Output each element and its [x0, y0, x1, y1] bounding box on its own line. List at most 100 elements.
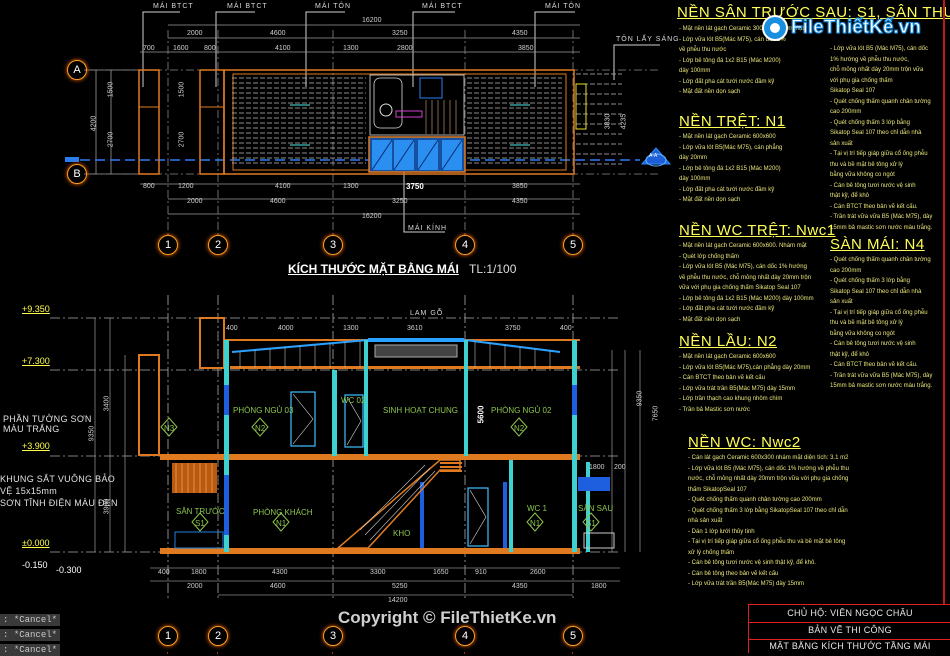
spec-n1-line: dày 20mm [679, 155, 708, 161]
spec-n1-line: - Lớp bê tông đá 1x2 B15 (Mác M200) [679, 165, 781, 172]
spec-n2-line: - Lớp trần thạch cao khung nhôm chìm [679, 396, 783, 402]
spec-n3-right-line: - Quét chống thấm quanh chân tường [830, 98, 931, 105]
spec-n3-right-line: 15mm bả mastic sơn nước màu trắng. [830, 224, 933, 231]
spec-n3-line: dày 100mm [679, 68, 711, 74]
room-tag-n1-2: N1 [530, 519, 541, 528]
title-block: CHỦ HỘ: VIÊN NGỌC CHÂU BẢN VẼ THI CÔNG M… [748, 604, 950, 653]
spec-n2-line: - Trần bả Mastic sơn nước [679, 406, 750, 413]
callout-mai-ton-1: MÁI TÔN [315, 3, 352, 10]
section-drawing-svg [50, 295, 641, 600]
spec-n4-title: SÀN MÁI: N4 [830, 236, 925, 253]
spec-n1-title: NỀN TRỆT: N1 [679, 113, 786, 130]
spec-n4-line: bằng vữa không co ngót [830, 330, 895, 337]
room-phong-khach: PHÒNG KHÁCH [253, 508, 313, 517]
spec-n4-line: cao 200mm [830, 267, 862, 274]
spec-n3-line: - Mặt đất nền dọn sạch [679, 89, 741, 95]
dim-top-detail-9: 2800 [397, 45, 413, 52]
note-iron-frame-3: SƠN TĨNH ĐIỆN MÀU ĐEN [0, 498, 118, 508]
spec-n3-right-list: - Lớp vữa lót B5 (Mác M75), cán dốc 1% h… [830, 44, 932, 233]
sec-grid-col-1: 1 [150, 618, 186, 654]
sheet-border-right [943, 0, 945, 605]
spec-n3-line: - Lớp đất pha cát tưới nước đầm kỹ [679, 78, 775, 85]
dim-top-detail-3: 1600 [173, 45, 189, 52]
callout-mai-btct-3: MÁI BTCT [422, 3, 463, 10]
spec-n3-right-line: với phụ gia chống thấm [830, 77, 893, 84]
dim-inner-1500: 1500 [178, 81, 186, 98]
spec-n1-line: - Mặt đất nền dọn sạch [679, 197, 741, 203]
logo-icon [762, 15, 788, 41]
elevation-7300: +7.300 [22, 356, 50, 366]
spec-n1-line: dày 100mm [679, 176, 711, 182]
dim-top-detail-4: 800 [204, 45, 216, 52]
room-phong-ngu-02: PHÒNG NGỦ 02 [491, 406, 552, 415]
spec-n3-right-line: - Tại vị trí tiếp giáp giữa cổ ống phễu [830, 151, 928, 157]
copyright-watermark: Copyright © FileThietKe.vn [338, 608, 557, 627]
grid-col-2: 2 [200, 227, 236, 263]
dim-right-4235: 4235 [620, 113, 628, 130]
spec-n3-right-line: sản xuất [830, 140, 853, 147]
rear-dim-1800: 1800 [589, 464, 605, 471]
spec-n3-right-line: Sikatop Seal 107 theo chỉ dẫn nhà [830, 130, 922, 136]
left-dim-3900: 3900 [103, 498, 111, 515]
elevation-minus-0300: -0.300 [56, 565, 82, 575]
bot-mid-4350: 4350 [512, 583, 528, 590]
spec-n3-right-line: thật kỹ, để khô [830, 193, 870, 199]
left-dim-3400: 3400 [103, 395, 111, 412]
spec-n4-line: thu và bề mặt bê tông xử lý [830, 320, 903, 326]
spec-n3-right-line: cao 200mm [830, 109, 862, 115]
spec-n3-right-line: bằng vữa không co ngót [830, 172, 895, 178]
command-line-entry: : *Cancel* [0, 614, 61, 626]
note-wall-paint-2: MÀU TRẮNG [3, 424, 60, 434]
callout-lam-go: LAM GỖ [410, 310, 444, 317]
dim-bot-total: 16200 [362, 213, 382, 220]
spec-nwc2-line: - Dán 1 lớp lưới thủy tinh [688, 528, 755, 535]
spec-nwc1-line: vữa với phụ gia chống thấm Sikatop Seal … [679, 285, 801, 291]
spec-nwc1-line: về phễu thu nước, chỗ mỏng nhất dày 20mm… [679, 274, 812, 281]
spec-n3-right-line: - Quét chống thấm 3 lớp bằng [830, 119, 910, 126]
bot-mid-1800: 1800 [591, 583, 607, 590]
dim-bot-3750: 3750 [406, 182, 424, 191]
dim-bot-mid-1: 2000 [187, 198, 203, 205]
elevation-0000: ±0.000 [22, 538, 50, 548]
room-san-sau: SÂN SAU [578, 504, 614, 513]
spec-nwc1-title: NỀN WC TRỆT: Nwc1 [679, 222, 836, 239]
spec-n3-line: - Mặt nền lát gạch Ceramic 300x300 nhám … [679, 26, 805, 32]
dim-top-mid-4: 4350 [512, 30, 528, 37]
callout-mai-btct-1: MÁI BTCT [153, 3, 194, 10]
section-marker-label: A-A [649, 153, 658, 159]
left-dim-9350: 9350 [88, 425, 96, 442]
spec-n4-line: - Quét chống thấm quanh chân tường [830, 257, 931, 263]
room-phong-ngu-03: PHÒNG NGỦ 03 [233, 406, 294, 415]
spec-nwc1-line: - Mặt đất nền dọn sạch [679, 316, 741, 323]
callout-mai-ton-2: MÁI TÔN [545, 3, 582, 10]
room-wc-02: WC 02 [341, 396, 366, 405]
spec-n3-right-line: 1% hướng về phễu thu nước, [830, 56, 909, 63]
bot-mid-2000: 2000 [187, 583, 203, 590]
spec-nwc2: NỀN WC: Nwc2 - Cán lát gạch Ceramic 600x… [688, 434, 849, 590]
dim-bot-mid-4: 4350 [512, 198, 528, 205]
dim-bot-mid-2: 4600 [270, 198, 286, 205]
command-line-entry: : *Cancel* [0, 644, 61, 656]
sec-top-dim-3610: 3610 [407, 325, 423, 332]
bot-dim-4300: 4300 [272, 569, 288, 576]
room-kho: KHO [393, 529, 411, 538]
spec-n4-line: - Cán bê tông tươi nước vệ sinh [830, 341, 916, 347]
spec-nwc1: NỀN WC TRỆT: Nwc1 - Mặt nền lát gạch Cer… [679, 222, 836, 325]
spec-n4-line: 15mm bả mastic sơn nước màu trắng. [830, 383, 933, 389]
spec-nwc2-line: - Quét chống thấm 3 lớp bằng SikatopSeal… [688, 507, 848, 514]
dim-left-2700: 2700 [107, 131, 115, 148]
roof-plan-drawing [65, 11, 672, 235]
note-wall-paint-1: PHẦN TƯỜNG SƠN [3, 414, 92, 424]
dim-bot-detail-13: 3850 [512, 183, 528, 190]
dim-bot-detail-3: 1200 [178, 183, 194, 190]
spec-nwc2-line: - Cán bê tông tươi nước vệ sinh thật kỹ,… [688, 560, 816, 566]
room-tag-s1-2: S1 [586, 519, 596, 528]
command-text: *Cancel* [13, 615, 58, 625]
grid-col-5: 5 [555, 227, 591, 263]
spec-n4-line: - Tại vị trí tiếp giáp giữa cổ ống phễu [830, 309, 928, 316]
dim-right-3830: 3830 [604, 113, 612, 130]
spec-n3-line: - Lớp bê tông đá 1x2 B15 (Mác M200) [679, 57, 781, 64]
spec-n1-line: - Lớp vữa lót B5(Mác M75), cán phẳng [679, 144, 783, 151]
grid-col-1: 1 [150, 227, 186, 263]
spec-nwc2-line: - Cán bê tông theo bản vẽ kết cấu [688, 570, 779, 577]
